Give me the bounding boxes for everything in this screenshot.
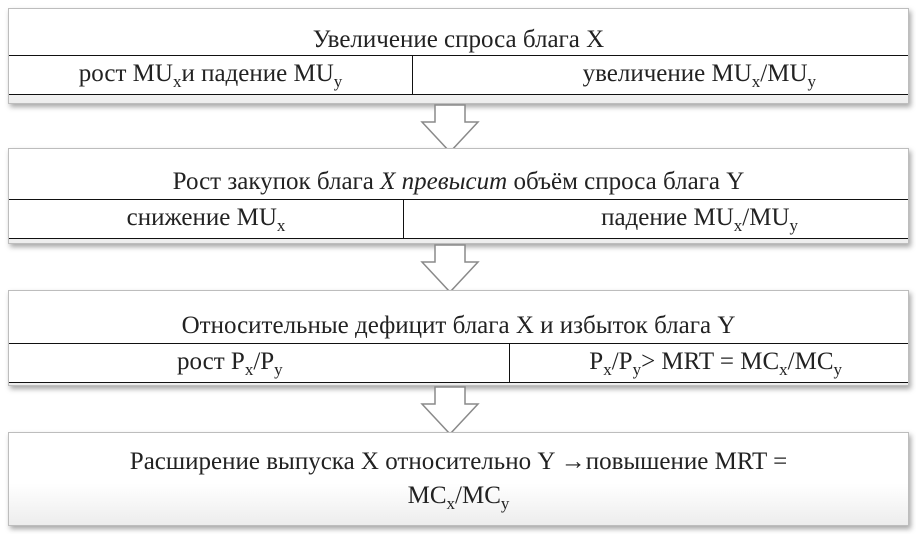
flow-block-final: Расширение выпуска X относительно Y →пов… [8,432,909,526]
block-1-row: рост MUx и падение MUy увеличение MUx/MU… [9,55,908,95]
down-arrow-icon [420,104,480,154]
block-1-right-cell: увеличение MUx/MUy [582,60,816,91]
block-2-row: снижение MUx падение MUx/MUy [9,199,908,239]
block-1-left-cell: рост MUx и падение MUy [9,56,413,94]
final-block-text: Расширение выпуска X относительно Y →пов… [9,445,908,513]
final-line-2: MCx/MCy [407,482,510,513]
block-3-left-cell: рост Px/Py [9,344,510,382]
flow-block-1: Увеличение спроса блага X рост MUx и пад… [8,8,909,104]
block-3-title: Относительные дефицит блага X и избыток … [181,312,736,339]
block-1-title: Увеличение спроса блага X [312,26,605,53]
block-2-title: Рост закупок блага X превысит объём спро… [172,168,745,195]
block-3-right-cell: Px/Py > MRT = MCx/MCy [589,348,842,379]
down-arrow-icon [420,244,480,294]
down-arrow-icon [420,386,480,436]
block-3-row: рост Px/Py Px/Py > MRT = MCx/MCy [9,343,908,383]
flow-block-3: Относительные дефицит блага X и избыток … [8,290,909,386]
block-2-right-cell: падение MUx/MUy [601,204,798,235]
flow-block-2: Рост закупок блага X превысит объём спро… [8,148,909,244]
final-line-1: Расширение выпуска X относительно Y →пов… [129,448,788,475]
block-2-left-cell: снижение MUx [9,200,404,238]
